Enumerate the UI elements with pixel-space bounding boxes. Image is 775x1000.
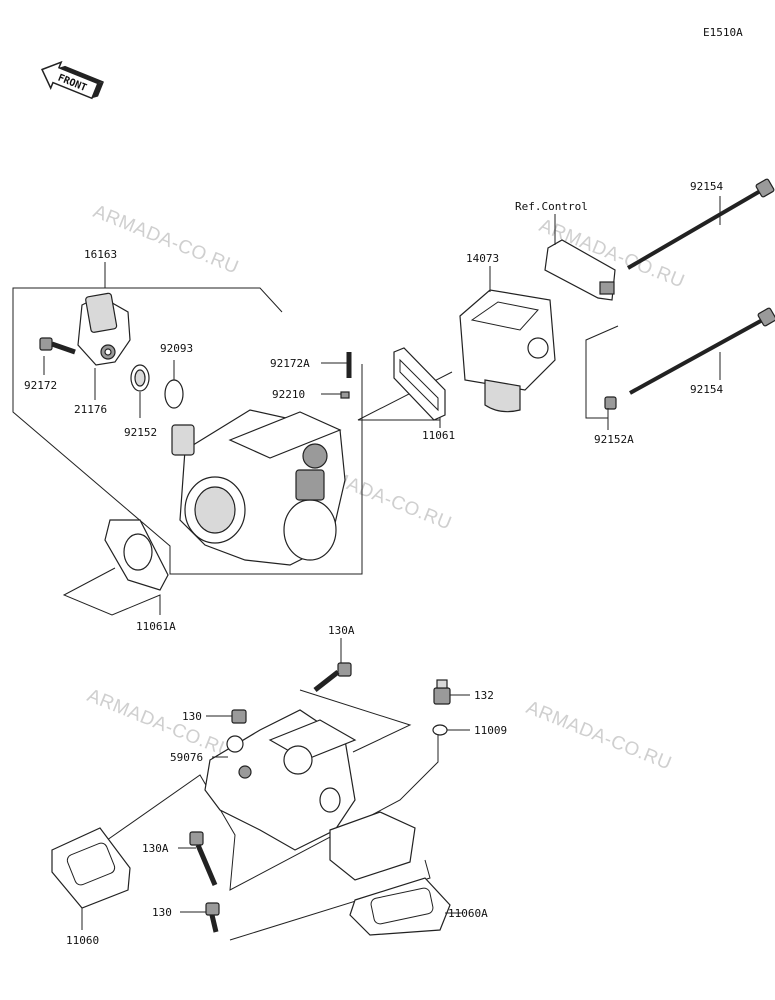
watermark-4: ARMADA-CO.RU	[84, 685, 235, 762]
label-130-top: 130	[182, 710, 202, 723]
label-21176: 21176	[74, 403, 107, 416]
bolt-130-bottom	[205, 902, 220, 933]
adapter-14073	[459, 289, 556, 413]
label-16163: 16163	[84, 248, 117, 261]
nut-92152A	[604, 396, 617, 410]
label-11009: 11009	[474, 724, 507, 737]
bracket-lower-right	[299, 689, 412, 753]
bracket-16163-top	[105, 287, 283, 313]
label-59076: 59076	[170, 751, 203, 764]
label-92172: 92172	[24, 379, 57, 392]
long-bolt-92154-top	[626, 178, 775, 270]
label-92210: 92210	[272, 388, 305, 401]
label-92172A: 92172A	[270, 357, 310, 370]
watermark-5: ARMADA-CO.RU	[523, 697, 674, 774]
bolt-130A-bottom	[189, 831, 218, 886]
label-92154-bottom: 92154	[690, 383, 723, 396]
label-92154-top: 92154	[690, 180, 723, 193]
o-ring-92093	[164, 379, 184, 409]
label-14073: 14073	[466, 252, 499, 265]
bracket-lower-bottom	[229, 859, 431, 941]
long-bolt-92154-bottom	[629, 307, 775, 395]
gasket-11061	[393, 347, 446, 421]
label-92152A: 92152A	[594, 433, 634, 446]
gasket-11060	[51, 827, 131, 909]
label-132: 132	[474, 689, 494, 702]
watermark-1: ARMADA-CO.RU	[90, 201, 241, 278]
label-11060: 11060	[66, 934, 99, 947]
label-11061A: 11061A	[136, 620, 176, 633]
throttle-position-sensor	[77, 292, 131, 366]
part-labels: 16163 92172 21176 92093 92152 92172A 922…	[24, 180, 723, 947]
ref-control-bracket	[544, 239, 616, 301]
label-11061: 11061	[422, 429, 455, 442]
bolt-130-top	[231, 709, 247, 724]
bolt-92172	[39, 337, 76, 355]
intake-manifold	[204, 709, 416, 881]
nut-92210	[340, 391, 350, 399]
washer-11009	[432, 724, 448, 736]
clip-92152	[130, 364, 150, 392]
label-130A-top: 130A	[328, 624, 355, 637]
gasket-11060A	[349, 877, 451, 936]
leader-lines	[43, 196, 721, 930]
bolt-130A-top	[313, 662, 352, 692]
label-11060A: 11060A	[448, 907, 488, 920]
bracket-16163	[12, 262, 363, 575]
label-130-bottom: 130	[152, 906, 172, 919]
throttle-body	[171, 409, 346, 566]
fitting-132	[433, 679, 451, 705]
label-92152: 92152	[124, 426, 157, 439]
gasket-11061A	[104, 519, 169, 591]
label-130A-bottom: 130A	[142, 842, 169, 855]
ref-control-label: Ref.Control	[515, 200, 588, 213]
bracket-lower-left	[89, 735, 439, 891]
diagram-code: E1510A	[703, 26, 743, 39]
label-92093: 92093	[160, 342, 193, 355]
front-arrow-icon: FRONT	[41, 60, 105, 100]
bracket-92152A	[585, 325, 619, 419]
